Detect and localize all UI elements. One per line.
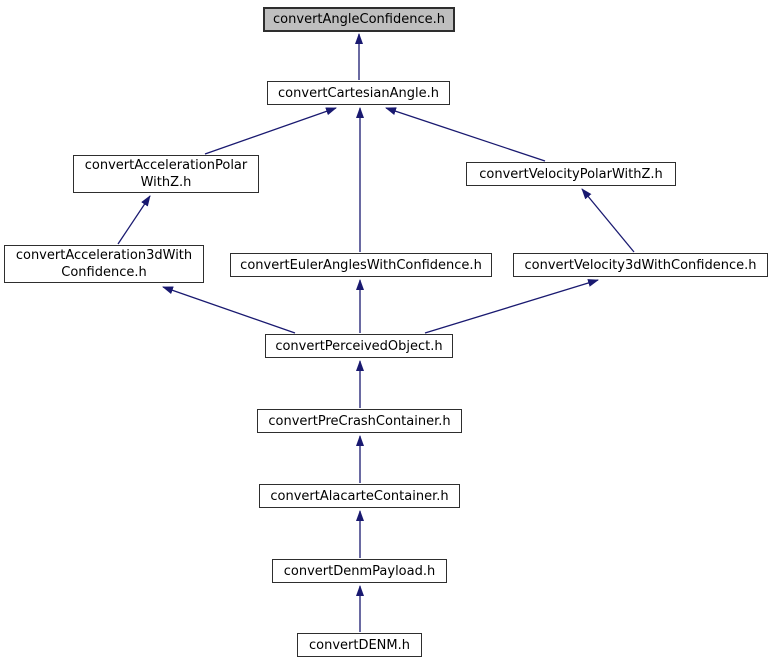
graph-edge-velocity3dWithConfidence-to-velocityPolarWithZ bbox=[581, 188, 635, 253]
graph-edge-acceleration3dWithConfidence-to-accelerationPolarWithZ bbox=[117, 195, 151, 245]
graph-node-denmPayload[interactable]: convertDenmPayload.h bbox=[272, 559, 447, 583]
graph-edge-perceivedObject-to-velocity3dWithConfidence bbox=[424, 279, 599, 334]
graph-node-alacarteContainer[interactable]: convertAlacarteContainer.h bbox=[259, 484, 460, 508]
graph-node-velocity3dWithConfidence[interactable]: convertVelocity3dWithConfidence.h bbox=[513, 253, 768, 277]
graph-edge-perceivedObject-to-acceleration3dWithConfidence bbox=[162, 286, 296, 334]
graph-node-cartesianAngle[interactable]: convertCartesianAngle.h bbox=[267, 81, 450, 105]
graph-node-eulerAnglesWithConfidence[interactable]: convertEulerAnglesWithConfidence.h bbox=[230, 253, 492, 277]
graph-node-perceivedObject[interactable]: convertPerceivedObject.h bbox=[265, 334, 453, 358]
graph-node-angleConfidence: convertAngleConfidence.h bbox=[263, 7, 455, 32]
graph-edge-accelerationPolarWithZ-to-cartesianAngle bbox=[204, 107, 337, 155]
graph-node-denm[interactable]: convertDENM.h bbox=[297, 633, 422, 657]
graph-node-acceleration3dWithConfidence[interactable]: convertAcceleration3dWith Confidence.h bbox=[4, 245, 204, 283]
graph-edge-velocityPolarWithZ-to-cartesianAngle bbox=[385, 107, 546, 162]
graph-node-accelerationPolarWithZ[interactable]: convertAccelerationPolar WithZ.h bbox=[73, 155, 259, 193]
graph-node-preCrashContainer[interactable]: convertPreCrashContainer.h bbox=[257, 409, 462, 433]
graph-node-velocityPolarWithZ[interactable]: convertVelocityPolarWithZ.h bbox=[466, 162, 676, 186]
